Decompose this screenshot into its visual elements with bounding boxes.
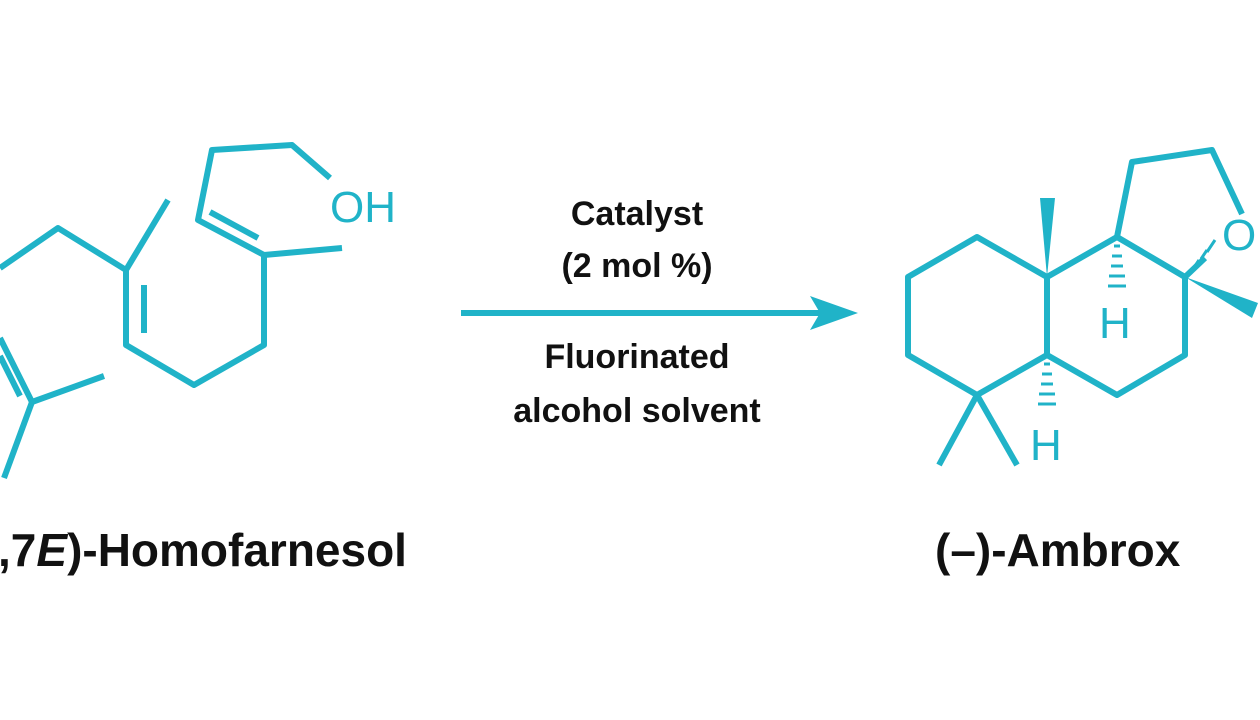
methyl-bond-3 (1, 400, 35, 480)
ring-b (1045, 234, 1188, 398)
methyl-bond-2 (263, 245, 343, 258)
hashed-bond-oxygen (1187, 239, 1217, 275)
gem-methyl-bond-2 (974, 393, 1020, 467)
ambrox-structure: O H H (905, 147, 1258, 470)
product-name: (–)-Ambrox (935, 524, 1181, 576)
methyl-bond-1 (123, 198, 171, 272)
solvent-label-line1: Fluorinated (544, 338, 729, 376)
reactant-name-suffix: )-Homofarnesol (67, 524, 407, 576)
ring-a (905, 234, 1050, 398)
h-label-top: H (1099, 299, 1131, 348)
reaction-conditions: Catalyst (2 mol %) Fluorinated alcohol s… (461, 195, 858, 430)
c8-methyl-wedge (1185, 277, 1258, 318)
catalyst-loading-label: (2 mol %) (561, 247, 712, 285)
ring-c-closure (1182, 255, 1208, 280)
angular-methyl-wedge (1040, 198, 1055, 277)
hashed-bond-h-top (1108, 244, 1126, 288)
reactant-name-prefix: ,7 (0, 524, 36, 576)
hashed-bond-h-bottom (1038, 362, 1056, 406)
hydroxyl-label: OH (330, 183, 396, 232)
double-bond-inner-3 (0, 354, 23, 398)
reactant-name-italic: E (36, 524, 68, 576)
solvent-label-line2: alcohol solvent (513, 392, 761, 430)
homofarnesol-backbone (0, 142, 332, 388)
oxygen-label: O (1222, 211, 1256, 260)
double-bond-inner-2 (208, 209, 260, 241)
h-label-bottom: H (1030, 421, 1062, 470)
reaction-arrow-head (810, 296, 858, 330)
reactant-name: ,7E)-Homofarnesol (0, 524, 407, 576)
homofarnesol-structure: OH (0, 142, 396, 480)
catalyst-label: Catalyst (571, 195, 703, 233)
gem-methyl-bond-1 (936, 393, 980, 467)
ring-c (1114, 147, 1245, 238)
